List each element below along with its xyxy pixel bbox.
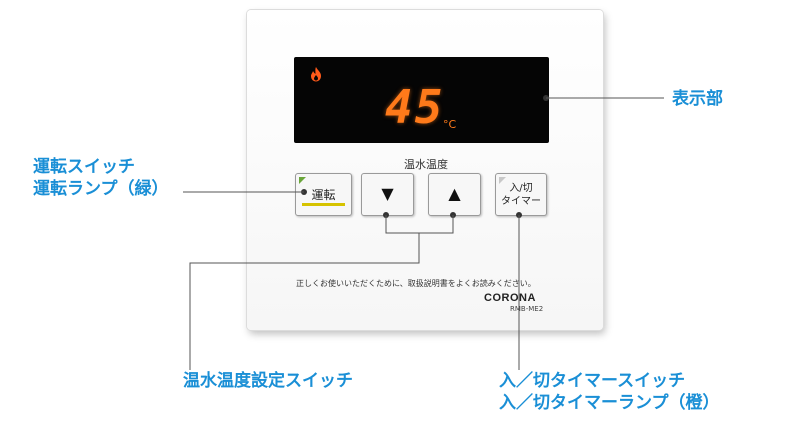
callout-timer-line1: 入／切タイマースイッチ <box>499 371 686 391</box>
model-number: RMB-ME2 <box>510 305 544 313</box>
run-button-label: 運転 <box>311 188 336 202</box>
timer-button-label: 入/切 タイマー <box>501 183 541 207</box>
callout-run-switch: 運転スイッチ 運転ランプ（緑） <box>33 156 169 200</box>
run-lamp <box>302 203 345 206</box>
triangle-down-icon: ▼ <box>381 184 394 203</box>
callout-timer-switch: 入／切タイマースイッチ 入／切タイマーランプ（橙） <box>499 370 720 414</box>
flame-icon <box>311 67 321 82</box>
temperature-down-button[interactable]: ▼ <box>361 173 414 216</box>
brand-logo: CORONA <box>484 292 536 304</box>
temperature-unit: °C <box>443 118 457 131</box>
timer-corner-mark <box>499 177 506 184</box>
callout-timer-line2: 入／切タイマーランプ（橙） <box>499 393 720 413</box>
callout-temperature-switch: 温水温度設定スイッチ <box>183 371 353 391</box>
run-button[interactable]: 運転 <box>295 173 352 216</box>
temperature-readout: 45 <box>385 80 445 134</box>
callout-run-line1: 運転スイッチ <box>33 157 135 177</box>
run-corner-mark <box>299 177 306 184</box>
notice-text: 正しくお使いいただくために、取扱説明書をよくお読みください。 <box>296 279 536 288</box>
callout-display: 表示部 <box>672 89 723 109</box>
temperature-up-button[interactable]: ▲ <box>428 173 481 216</box>
triangle-up-icon: ▲ <box>448 184 461 203</box>
temperature-title: 温水温度 <box>404 158 448 171</box>
callout-run-line2: 運転ランプ（緑） <box>33 179 169 199</box>
timer-button[interactable]: 入/切 タイマー <box>495 173 547 216</box>
display-screen <box>294 57 549 143</box>
